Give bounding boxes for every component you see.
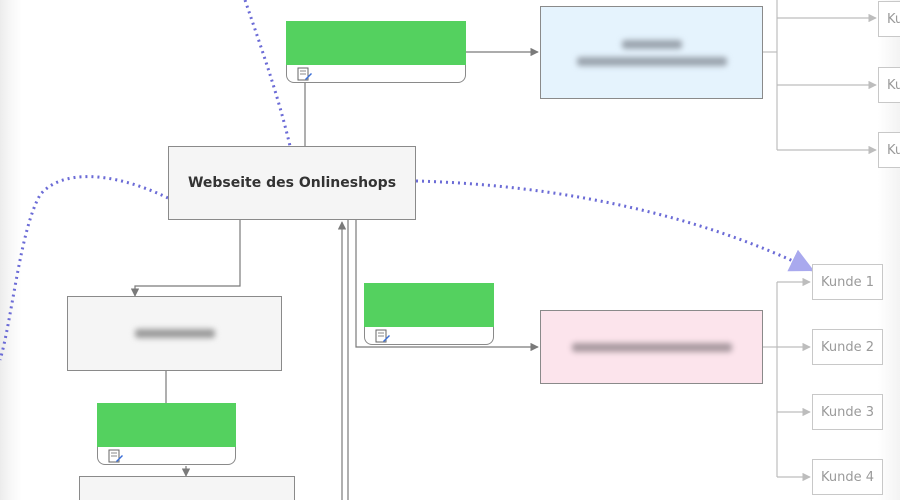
node-kunde-top-3[interactable]: Ku [878,132,900,168]
dotted-link-left [0,175,169,361]
note-edit-icon[interactable] [297,67,313,81]
node-bottom-partial[interactable] [79,476,295,500]
node-kunde-3-label: Kunde 3 [821,404,875,420]
note-edit-icon[interactable] [108,449,124,463]
node-kunde-4[interactable]: Kunde 4 [812,459,883,495]
node-kunde-1[interactable]: Kunde 1 [812,264,883,300]
node-kunde-top-1-label: Ku [887,11,900,27]
tag-top-foot [286,65,466,83]
node-main-label: Webseite des Onlineshops [187,175,397,191]
tag-bottom-foot [97,447,236,465]
tag-middle[interactable] [364,283,494,345]
node-kunde-top-2-label: Ku [887,77,900,93]
node-main[interactable]: Webseite des Onlineshops [168,146,416,220]
node-kunde-top-1[interactable]: Ku [878,1,900,37]
node-blue-blurred-text [576,39,727,66]
node-pink-blurred-text [571,342,732,352]
node-kunde-2-label: Kunde 2 [821,339,875,355]
tag-middle-foot [364,327,494,345]
node-kunde-4-label: Kunde 4 [821,469,875,485]
tag-bottom-bar [97,403,236,447]
node-left-blurred-text [134,329,215,338]
node-kunde-2[interactable]: Kunde 2 [812,329,883,365]
node-kunde-top-2[interactable]: Ku [878,67,900,103]
node-kunde-3[interactable]: Kunde 3 [812,394,883,430]
node-kunde-1-label: Kunde 1 [821,274,875,290]
tag-top-bar [286,21,466,65]
connector-to-pink [355,220,539,352]
tag-top[interactable] [286,21,466,83]
tag-bottom[interactable] [97,403,236,465]
node-blue-blurred[interactable] [540,6,763,99]
node-left-blurred[interactable] [67,296,282,371]
dotted-link-top [243,0,292,147]
note-edit-icon[interactable] [375,329,391,343]
dotted-link-kunde [415,179,815,272]
connector-main-left-down [130,220,241,297]
node-pink-blurred[interactable] [540,310,763,384]
tag-middle-bar [364,283,494,327]
node-kunde-top-3-label: Ku [887,142,900,158]
